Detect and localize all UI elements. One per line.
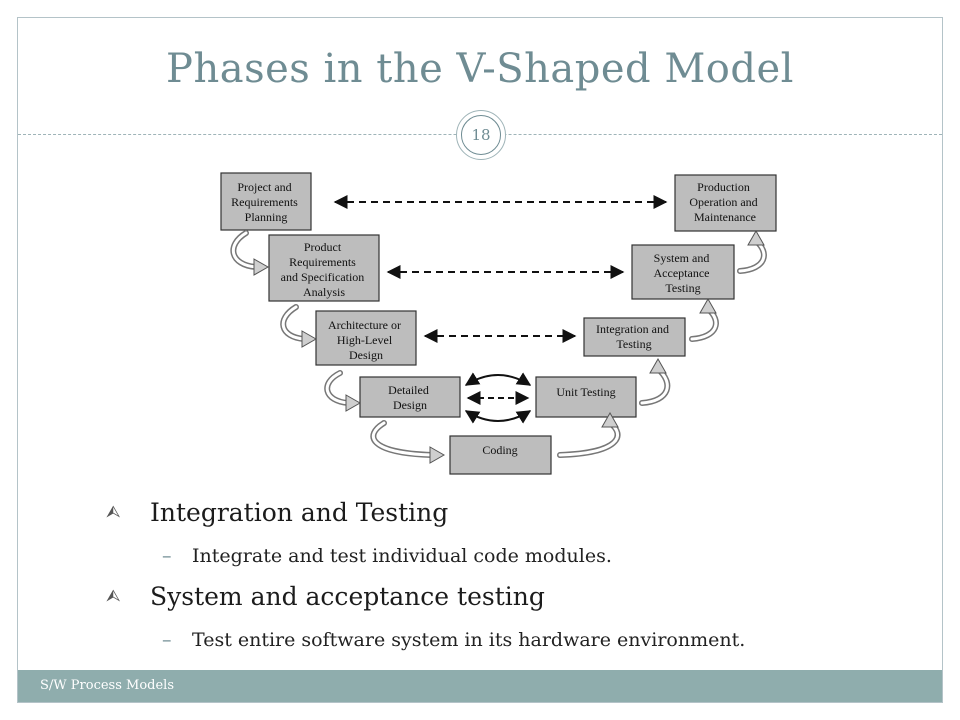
transition-arrow (324, 370, 351, 406)
phase-unit-testing: Unit Testing (535, 376, 637, 418)
phase-coding: Coding (449, 435, 552, 475)
bullet-heading-system: ⮙ System and acceptance testing (100, 579, 920, 615)
phase-label-line: Operation and (689, 195, 757, 209)
slide-title: Phases in the V-Shaped Model (166, 46, 794, 92)
feedback-arrow (464, 410, 532, 424)
bullet-detail-text: Test entire software system in its hardw… (192, 629, 746, 651)
phase-project-planning: Project and Requirements Planning (220, 172, 312, 231)
transition-arrow (281, 305, 306, 341)
phase-production: Production Operation and Maintenance (674, 174, 777, 232)
transition-arrow (231, 231, 258, 269)
bullet-heading-text: System and acceptance testing (150, 582, 545, 611)
phase-integration-testing: Integration and Testing (583, 317, 686, 357)
footer-text: S/W Process Models (40, 678, 174, 693)
phase-label-line: Design (393, 398, 427, 412)
phase-label-line: Project and (237, 180, 291, 194)
transition-arrow (280, 304, 307, 342)
phase-label-line: System and (654, 251, 710, 265)
transition-arrow (371, 421, 434, 457)
phase-label-line: Requirements (289, 255, 356, 269)
transition-arrowhead (253, 258, 270, 276)
phase-label-line: Architecture or (328, 318, 401, 332)
phase-label-line: Design (349, 348, 383, 362)
phase-label-line: Requirements (231, 195, 298, 209)
transition-arrow (325, 371, 350, 405)
bullet-list: ⮙ Integration and Testing – Integrate an… (100, 495, 920, 663)
phase-label-line: Testing (665, 281, 700, 295)
transition-arrowhead (649, 357, 667, 374)
transition-arrowhead (601, 411, 619, 428)
transition-arrowhead (301, 330, 318, 348)
phase-label-line: Integration and (596, 322, 669, 336)
transition-arrowhead (699, 297, 717, 314)
transition-arrow (370, 420, 435, 458)
slide-number-badge: 18 (456, 110, 506, 160)
phase-product-requirements: Product Requirements and Specification A… (268, 234, 380, 302)
phase-label-line: Acceptance (654, 266, 710, 280)
svg-text:Architecture or High-L: Architecture or High-Level Design (328, 318, 404, 362)
bullet-detail-text: Integrate and test individual code modul… (192, 545, 612, 567)
phase-label-line: High-Level (337, 333, 393, 347)
bullet-heading-text: Integration and Testing (150, 498, 449, 527)
phase-architecture: Architecture or High-Level Design (315, 310, 417, 366)
phase-label-line: Unit Testing (556, 385, 615, 399)
bullet-detail-integration: – Integrate and test individual code mod… (100, 543, 920, 569)
svg-text:Unit Testing: Unit Testing (556, 385, 615, 399)
phase-label-line: Analysis (303, 285, 345, 299)
arrow-up-icon: ⮙ (106, 586, 121, 606)
phase-label-line: Testing (616, 337, 651, 351)
svg-text:Production Operation a: Production Operation and Maintenance (689, 180, 760, 224)
svg-text:Detailed Design: Detailed Design (388, 383, 432, 412)
phase-label-line: Coding (482, 443, 517, 457)
dash-icon: – (162, 545, 172, 567)
phase-label-line: Product (304, 240, 342, 254)
slide-frame (17, 17, 943, 703)
transition-arrowhead (345, 394, 362, 412)
bullet-heading-integration: ⮙ Integration and Testing (100, 495, 920, 531)
footer-bar: S/W Process Models (18, 670, 942, 702)
transition-arrow (230, 230, 259, 270)
phase-label-line: Planning (245, 210, 288, 224)
transition-arrowhead (747, 229, 765, 246)
svg-text:System and Acceptance: System and Acceptance Testing (654, 251, 713, 295)
phase-system-testing: System and Acceptance Testing (631, 244, 735, 300)
feedback-arrow (464, 372, 532, 386)
svg-text:Coding: Coding (482, 443, 517, 457)
svg-text:Project and Requiremen: Project and Requirements Planning (231, 180, 301, 224)
phase-label-line: Detailed (388, 383, 429, 397)
transition-arrowhead (429, 446, 446, 464)
slide-number: 18 (461, 115, 501, 155)
svg-text:Integration and Testin: Integration and Testing (596, 322, 672, 351)
phase-label-line: and Specification (281, 270, 365, 284)
phase-label-line: Maintenance (694, 210, 756, 224)
v-model-diagram: Project and Requirements Planning Produc… (220, 172, 777, 475)
phase-detailed-design: Detailed Design (359, 376, 461, 418)
arrow-up-icon: ⮙ (106, 502, 121, 522)
phase-label-line: Production (697, 180, 750, 194)
bullet-detail-system: – Test entire software system in its har… (100, 627, 920, 653)
dash-icon: – (162, 629, 172, 651)
svg-text:Product Requirements: Product Requirements and Specification A… (281, 240, 368, 299)
transition-arrow (557, 420, 621, 458)
